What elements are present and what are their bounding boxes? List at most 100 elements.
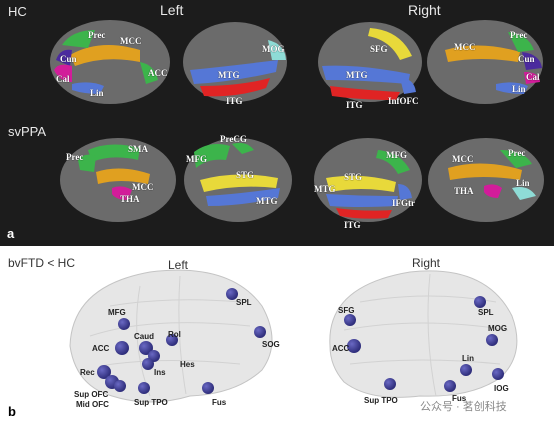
node	[97, 365, 111, 379]
side-label-right: Right	[412, 256, 441, 270]
node	[202, 382, 214, 394]
node-label: SFG	[338, 306, 355, 315]
region-label: STG	[344, 172, 363, 182]
region-label: Lin	[516, 178, 530, 188]
region-label: MTG	[314, 184, 336, 194]
watermark: 公众号 · 茗创科技	[420, 401, 507, 413]
node	[226, 288, 238, 300]
node-label: Rol	[168, 330, 181, 339]
svppa-left-lateral-brain	[184, 138, 292, 222]
region-label: MTG	[256, 196, 278, 206]
node	[138, 382, 150, 394]
panel-a-brains	[50, 20, 544, 222]
region-label: Cal	[526, 72, 540, 82]
node	[118, 318, 130, 330]
node-label: SPL	[236, 298, 252, 307]
panel-label-b: b	[8, 404, 16, 419]
region-label: THA	[454, 186, 474, 196]
region-label: MCC	[120, 36, 142, 46]
region-label: MTG	[346, 70, 368, 80]
hc-right-lateral-brain	[318, 22, 422, 102]
region-label: Cun	[60, 54, 77, 64]
region-label: IFGtr	[392, 198, 415, 208]
node	[166, 334, 178, 346]
node-label: MOG	[488, 324, 508, 333]
region-label: ITG	[226, 96, 243, 106]
region-label: Lin	[90, 88, 104, 98]
side-label-left: Left	[160, 2, 184, 18]
region-label: Prec	[88, 30, 106, 40]
node	[114, 380, 126, 392]
region-label: Cun	[518, 54, 535, 64]
panel-b-brains	[69, 269, 518, 403]
node-label: SOG	[262, 340, 280, 349]
node-label: Fus	[452, 394, 467, 403]
node-label: Sup TPO	[364, 396, 398, 405]
node-label: Mid OFC	[76, 400, 109, 409]
svppa-left-medial-brain	[60, 138, 176, 222]
region-label: MFG	[186, 154, 207, 164]
node-label: MFG	[108, 308, 126, 317]
node-label: Sup TPO	[134, 398, 168, 407]
left-nodes	[97, 288, 266, 394]
comparison-label: bvFTD < HC	[8, 256, 76, 270]
node	[142, 358, 154, 370]
region-label: MFG	[386, 150, 407, 160]
region-label: ITG	[346, 100, 363, 110]
region-label: Lin	[512, 84, 526, 94]
region-label: MCC	[454, 42, 476, 52]
node-label: Hes	[180, 360, 195, 369]
node	[474, 296, 486, 308]
node	[115, 341, 129, 355]
right-nodes	[344, 296, 504, 392]
panel-b: bvFTD < HC Left Right b MFG SPL Caud Rol…	[0, 246, 554, 424]
node-label: Fus	[212, 398, 227, 407]
panel-label-a: a	[7, 226, 15, 241]
node	[254, 326, 266, 338]
node	[384, 378, 396, 390]
region-label: Cal	[56, 74, 70, 84]
region-label: InfOFC	[388, 96, 419, 106]
node	[347, 339, 361, 353]
side-label-right: Right	[408, 2, 441, 18]
region-label: MCC	[452, 154, 474, 164]
bvftd-right-glass-brain	[329, 270, 518, 398]
svppa-right-lateral-brain	[314, 138, 422, 222]
node-label: IOG	[494, 384, 509, 393]
side-label-left: Left	[168, 258, 189, 272]
region-label: ACC	[148, 68, 168, 78]
region-label: MCC	[132, 182, 154, 192]
region-label: Prec	[66, 152, 84, 162]
hc-right-medial-brain	[427, 20, 543, 104]
panel-a: HC Left Right svPPA a Prec MCC Cun Cal A…	[0, 0, 554, 246]
hc-left-lateral-brain	[183, 22, 287, 102]
region-label: Prec	[510, 30, 528, 40]
region-label: THA	[120, 194, 140, 204]
node	[460, 364, 472, 376]
node-label: Ins	[154, 368, 166, 377]
region-label: PreCG	[220, 134, 247, 144]
svppa-right-medial-brain	[428, 138, 544, 222]
node-label: ACC	[92, 344, 110, 353]
node	[492, 368, 504, 380]
region-label: ITG	[344, 220, 361, 230]
region-label: MTG	[218, 70, 240, 80]
node-label: Rec	[80, 368, 95, 377]
region-label: Prec	[508, 148, 526, 158]
node	[486, 334, 498, 346]
region-label: MOG	[262, 44, 285, 54]
region-label: SFG	[370, 44, 388, 54]
group-label-hc: HC	[8, 4, 27, 19]
node	[139, 341, 153, 355]
hc-left-medial-brain	[50, 20, 170, 104]
node	[344, 314, 356, 326]
node-label: Lin	[462, 354, 474, 363]
region-label: STG	[236, 170, 255, 180]
node	[444, 380, 456, 392]
group-label-svppa: svPPA	[8, 124, 47, 139]
node-label: Sup OFC	[74, 390, 109, 399]
node-label: ACC	[332, 344, 350, 353]
region-label: SMA	[128, 144, 148, 154]
node-label: Caud	[134, 332, 154, 341]
